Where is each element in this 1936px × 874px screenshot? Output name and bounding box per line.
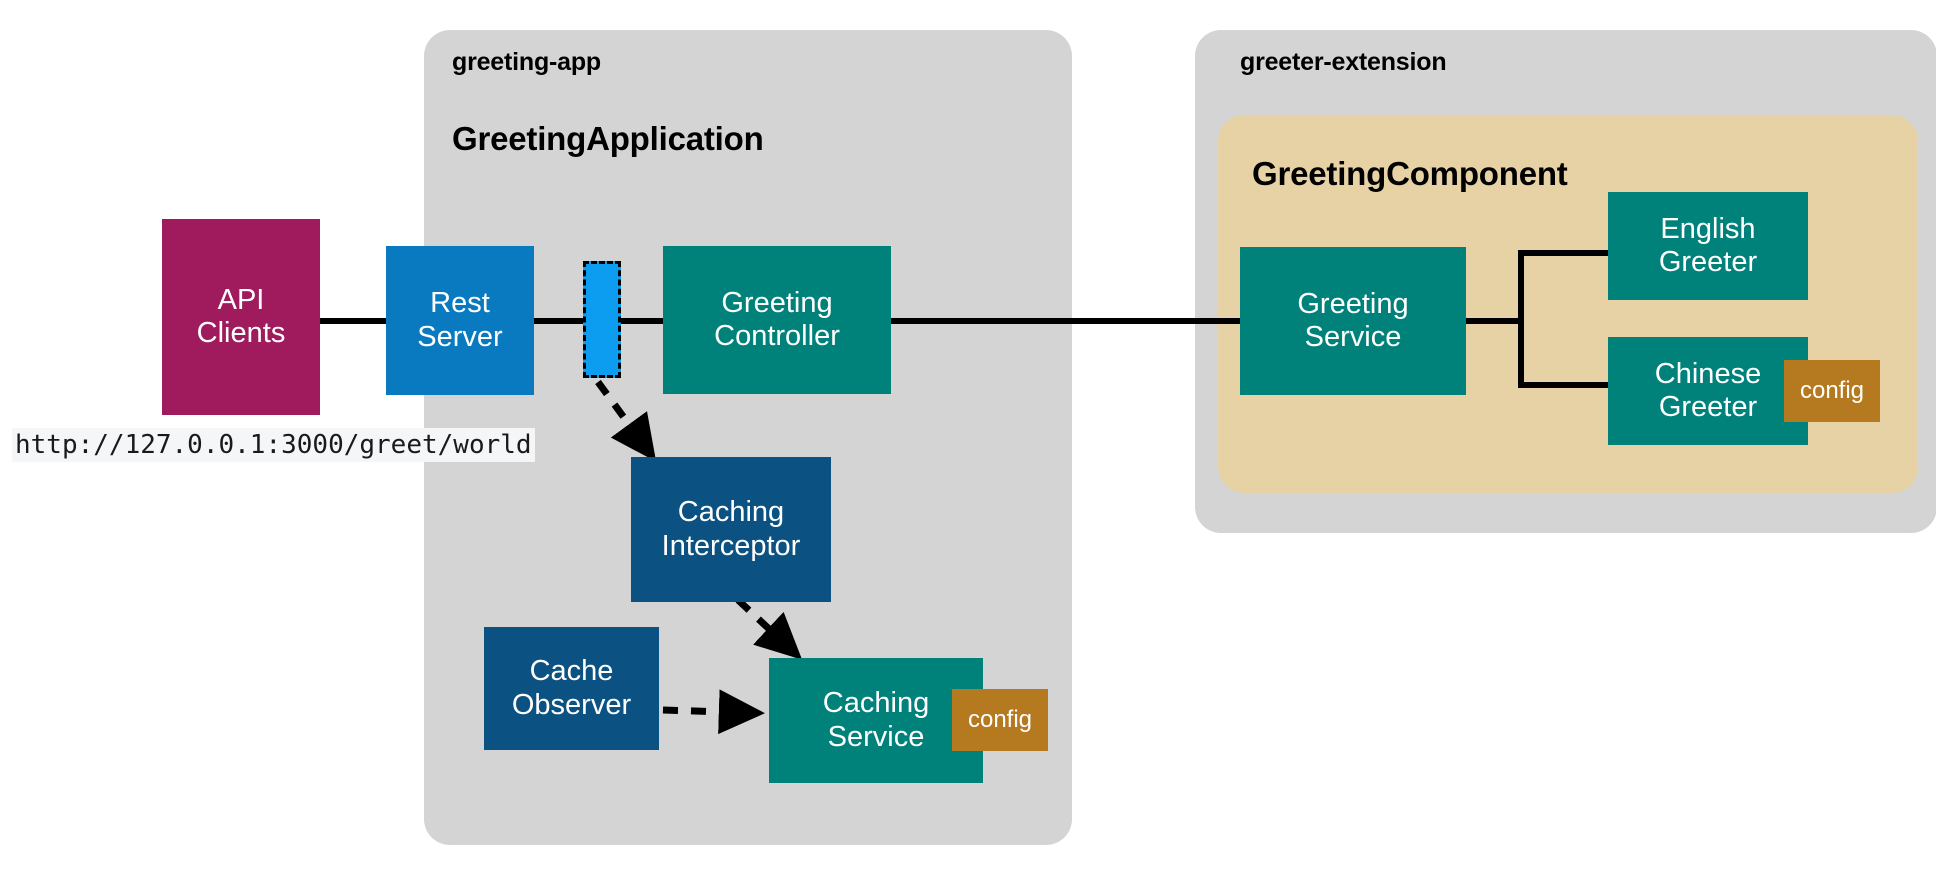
- node-greeting-service[interactable]: Greeting Service: [1240, 247, 1466, 395]
- connector-greeting-service-stem: [1463, 318, 1523, 324]
- node-english-greeter[interactable]: English Greeter: [1608, 192, 1808, 300]
- connector-api-clients-to-rest-server: [319, 318, 386, 324]
- connector-bracket-to-chinese-greeter: [1518, 382, 1608, 388]
- node-api-clients[interactable]: API Clients: [162, 219, 320, 415]
- badge-config-chinese-greeter[interactable]: config: [1784, 360, 1880, 422]
- node-caching-interceptor[interactable]: Caching Interceptor: [631, 457, 831, 602]
- group-sublabel-greeting-application: GreetingApplication: [452, 120, 764, 157]
- node-chinese-greeter[interactable]: Chinese Greeter: [1608, 337, 1808, 445]
- connector-greeters-bracket-spine: [1518, 250, 1524, 388]
- connector-bracket-to-english-greeter: [1518, 250, 1608, 256]
- url-label: http://127.0.0.1:3000/greet/world: [12, 428, 535, 462]
- node-cache-observer[interactable]: Cache Observer: [484, 627, 659, 750]
- group-label-greeter-extension: greeter-extension: [1240, 48, 1447, 76]
- node-rest-server[interactable]: Rest Server: [386, 246, 534, 395]
- badge-config-caching-service[interactable]: config: [952, 689, 1048, 751]
- group-label-greeting-app: greeting-app: [452, 48, 601, 76]
- node-sequence-marker[interactable]: [583, 261, 621, 378]
- node-caching-service[interactable]: Caching Service: [769, 658, 983, 783]
- node-greeting-controller[interactable]: Greeting Controller: [663, 246, 891, 394]
- connector-greeting-controller-to-greeting-service: [890, 318, 1240, 324]
- group-sublabel-greeting-component: GreetingComponent: [1252, 155, 1568, 192]
